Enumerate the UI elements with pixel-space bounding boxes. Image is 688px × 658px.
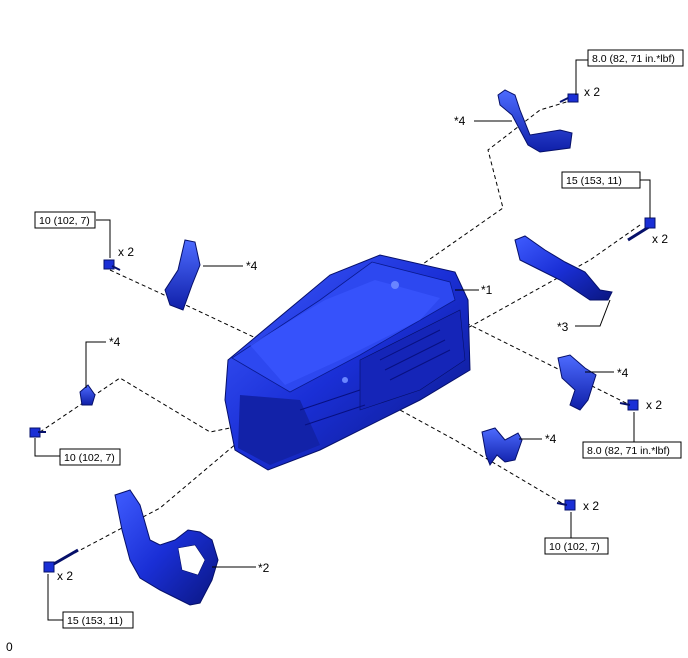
footer-mark: 0	[6, 640, 13, 654]
qty-label-2: x 2	[652, 232, 668, 246]
torque-spec-2: 15 (153, 11)	[566, 175, 622, 187]
qty-label-1: x 2	[584, 85, 600, 99]
torque-spec-6: 10 (102, 7)	[549, 541, 600, 553]
qty-label-3: x 2	[118, 245, 134, 259]
assembly-line-bracket-3	[454, 224, 641, 336]
bracket-right-middle	[557, 354, 597, 411]
callout-labels: *4 *4 *4 *1 *3 *4 *4 *2	[109, 114, 629, 575]
inverter-assembly	[224, 254, 471, 471]
torque-box-5	[582, 441, 682, 459]
bolt-left-lower	[29, 427, 46, 438]
bolt-long-right	[627, 217, 656, 242]
torque-spec-1: 8.0 (82, 71 in.*lbf)	[592, 53, 675, 65]
callout-4-bottom-right: *4	[545, 432, 557, 446]
bracket-left-upper	[164, 239, 201, 311]
bolt-long-bottom-left	[43, 548, 79, 573]
assembly-line-top-bracket	[399, 99, 574, 281]
torque-box-6	[544, 537, 609, 555]
assembly-line-bottom-right-bolt	[344, 379, 566, 506]
qty-label-6: x 2	[57, 569, 73, 583]
torque-box-4	[59, 448, 121, 466]
callout-4-left-small: *4	[109, 335, 121, 349]
torque-spec-5: 8.0 (82, 71 in.*lbf)	[587, 445, 670, 457]
bracket-2	[114, 489, 219, 606]
torque-box-7	[62, 611, 134, 629]
torque-box-1	[587, 49, 684, 67]
callout-4-right-middle: *4	[617, 366, 629, 380]
quantity-labels: x 2 x 2 x 2 x 2 x 2 x 2	[57, 85, 668, 583]
bracket-3	[514, 235, 613, 301]
bolt-right-middle	[619, 399, 639, 411]
callout-3: *3	[557, 320, 569, 334]
torque-spec-4: 10 (102, 7)	[64, 452, 115, 464]
torque-spec-7: 15 (153, 11)	[67, 615, 123, 627]
torque-box-3	[34, 211, 96, 229]
assembly-line-left-bolt	[39, 377, 246, 433]
bracket-left-small	[79, 384, 96, 406]
bolt-bottom-right	[556, 499, 576, 511]
qty-label-4: x 2	[646, 398, 662, 412]
qty-label-5: x 2	[583, 499, 599, 513]
assembly-lines	[39, 99, 641, 567]
torque-spec-3: 10 (102, 7)	[39, 215, 90, 227]
bracket-bottom-right	[481, 427, 523, 467]
callout-1: *1	[481, 283, 493, 297]
callout-2: *2	[258, 561, 270, 575]
callout-4-top: *4	[454, 114, 466, 128]
bolt-top-right	[559, 93, 579, 103]
bolts	[29, 93, 656, 573]
callout-4-left-upper: *4	[246, 259, 258, 273]
bracket-top	[497, 89, 573, 153]
torque-boxes: 8.0 (82, 71 in.*lbf) 15 (153, 11) 10 (10…	[34, 49, 684, 629]
assembly-line-right-bolt	[459, 319, 631, 406]
bolt-left-upper	[103, 259, 121, 271]
torque-box-2	[561, 171, 641, 189]
